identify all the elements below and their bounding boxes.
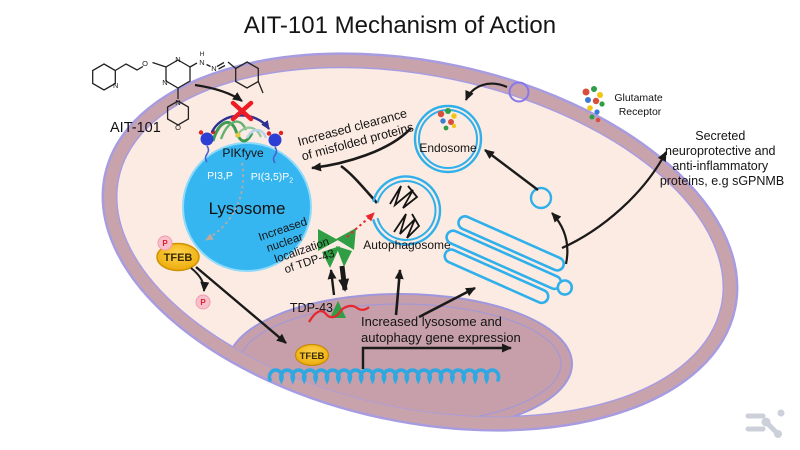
- atom-label: O: [142, 59, 148, 68]
- tdp43-label: TDP-43: [290, 301, 333, 315]
- autophagosome-circle-inner: [376, 180, 437, 241]
- atom-label: N: [113, 81, 118, 90]
- kinase-domain-icon: [200, 132, 214, 146]
- atom-label: N: [199, 58, 204, 67]
- atom-label: H: [200, 51, 205, 58]
- phospho-badge: P: [157, 235, 173, 251]
- lipid-tail-icon: [204, 145, 210, 163]
- phosphate-dot-icon: [266, 131, 272, 136]
- glutamate-receptor-label: Glutamate Receptor: [614, 92, 665, 118]
- pikfyve-ribbon-icon: [245, 128, 268, 139]
- aggregate-to-autophagosome-arrow: [346, 212, 375, 238]
- misfolded-protein-icon: [389, 185, 419, 209]
- tdp43-aggregate-icon: [318, 228, 356, 268]
- atom-label: N: [162, 78, 167, 87]
- gene-expression-text: Increased lysosome and autophagy gene ex…: [361, 314, 521, 345]
- transcription-start-arrow: [361, 343, 512, 369]
- tfeb-dephosphorylation-arrow: [190, 267, 210, 292]
- tfeb-label: TFEB: [164, 252, 193, 264]
- membrane-vesicle: [508, 81, 530, 103]
- endosome: Endosome: [413, 104, 483, 174]
- endosome-label: Endosome: [419, 141, 477, 155]
- golgi-icon: [443, 215, 574, 305]
- ait101-atom-labels: N O N N N H N N O: [113, 51, 217, 132]
- tdp43-rna-squiggle: [308, 304, 370, 323]
- lysosome-circle: [182, 142, 312, 272]
- tfeb-shape: [156, 242, 200, 272]
- secreted-text: Secreted neuroprotective and anti-inflam…: [660, 129, 784, 188]
- glutamate-receptor-icon: [582, 86, 605, 123]
- atom-label: N: [175, 55, 180, 64]
- page-title: AIT-101 Mechanism of Action: [244, 12, 556, 39]
- pi3p-label: PI3,P: [207, 170, 233, 182]
- phospho-label: P: [162, 239, 168, 248]
- tdp43-monomer: TDP-43: [290, 301, 370, 323]
- lysosome: Lysosome PI3,P PI(3,5)P2: [182, 142, 312, 272]
- pikfyve-ribbon-icon: [219, 120, 248, 140]
- pikfyve-label: PIKfyve: [222, 146, 264, 160]
- phospho-label: P: [200, 298, 206, 307]
- autophagosome: Autophagosome: [363, 175, 451, 252]
- tdp43-export-arrow: [327, 269, 337, 296]
- atom-label: N: [211, 64, 216, 73]
- ait101-action-arrow: [194, 83, 243, 102]
- pikfyve-ribbon-icon: [211, 120, 254, 143]
- lysosome-dashed-route-arrow: [205, 162, 244, 241]
- endosome-to-lysosome-arrow: [311, 127, 412, 172]
- nucleus-to-golgi-arrow: [418, 286, 476, 319]
- tfeb-translocation-arrow: [195, 266, 287, 344]
- vesicle-internalization-arrow: [464, 82, 508, 101]
- nucleus-to-autophagosome-arrow: [394, 269, 404, 316]
- atom-label: O: [175, 123, 181, 132]
- kinase-domain-icon: [268, 133, 282, 147]
- tdp43-monomer-icon: [330, 301, 346, 318]
- tfeb-cytoplasm-badge: TFEB: [156, 242, 200, 272]
- pikfyve-complex: PIKfyve: [198, 100, 284, 164]
- inhibition-x-icon: [230, 100, 254, 122]
- receptor-cargo-icon: [437, 108, 457, 131]
- secretion-arrow: [561, 151, 667, 250]
- autophagosome-label: Autophagosome: [363, 238, 451, 252]
- atom-label: N: [175, 98, 180, 107]
- phospho-badge: P: [195, 294, 211, 310]
- tfeb-nuclear-badge: TFEB: [294, 343, 330, 367]
- secretory-vesicle: [529, 186, 553, 210]
- company-logo-icon: [745, 409, 785, 438]
- vesicle-to-endosome-arrow: [484, 149, 539, 191]
- tfeb-nuclear-label: TFEB: [300, 351, 325, 362]
- pi35p2-label: PI(3,5)P2: [251, 171, 294, 185]
- phosphate-dot-icon: [278, 130, 284, 136]
- golgi-to-vesicle-arrow: [551, 212, 569, 265]
- dna-coil: [267, 368, 501, 385]
- ait101-structure-icon: [92, 59, 264, 126]
- phosphate-dot-icon: [198, 130, 204, 135]
- lysosome-label: Lysosome: [209, 199, 286, 218]
- misfolded-protein-icon: [393, 213, 421, 239]
- tdp43-import-arrow: [338, 265, 350, 292]
- tfeb-nuclear-shape: [294, 343, 330, 367]
- autophagosome-circle: [372, 175, 442, 246]
- lipid-tail-icon: [272, 146, 278, 164]
- ait101-label: AIT-101: [110, 120, 161, 136]
- pikfyve-ribbon-icon: [235, 132, 241, 138]
- endosome-circle: [413, 104, 483, 174]
